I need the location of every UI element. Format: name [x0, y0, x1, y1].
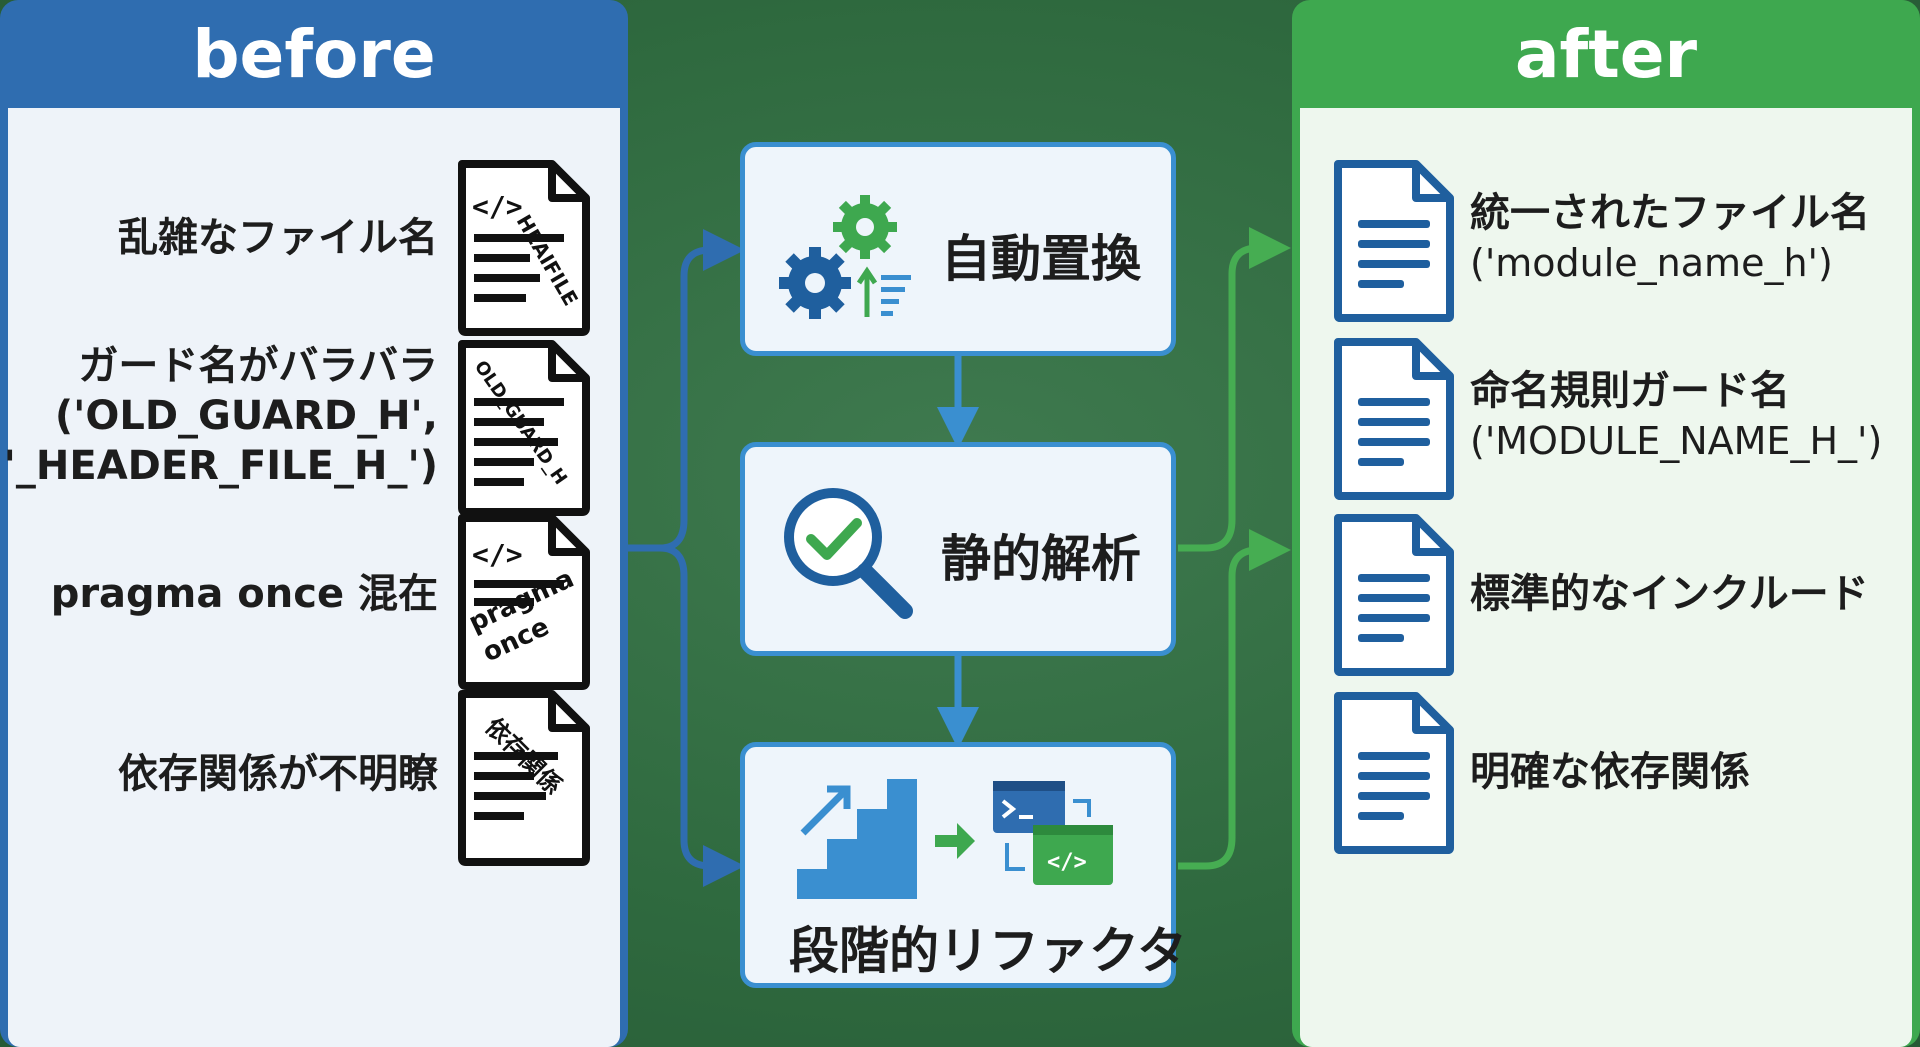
step-label: 段階的リファクタ	[789, 922, 1187, 980]
before-item-label: pragma once 混在	[50, 571, 438, 617]
document-icon	[1334, 338, 1454, 500]
messy-code-document-icon: </> pragma once	[458, 514, 590, 690]
before-to-process-arrow	[628, 544, 745, 887]
step-static-analysis: 静的解析	[740, 442, 1176, 656]
before-title: before	[192, 15, 436, 93]
document-icon	[1334, 692, 1454, 854]
after-item-guard-naming: 命名規則ガード名 ('MODULE_NAME_H_')	[1300, 326, 1920, 506]
after-title: after	[1514, 15, 1698, 93]
svg-text:</>: </>	[1047, 850, 1087, 875]
before-item-label: 乱雑なファイル名	[118, 215, 438, 261]
stairs-refactor-icon: </>	[797, 779, 1113, 899]
after-item-standard-include: 標準的なインクルード	[1300, 504, 1920, 684]
before-panel-body: 乱雑なファイル名 </> HEAIFILE ガード名がバラバラ ('OLD_GU…	[4, 108, 620, 1047]
messy-code-document-icon: </> HEAIFILE	[458, 160, 590, 336]
after-item-label: 統一されたファイル名	[1470, 190, 1870, 237]
after-item-clear-dependencies: 明確な依存関係	[1300, 682, 1920, 862]
step-auto-replace: 自動置換	[740, 142, 1176, 356]
document-icon	[1334, 160, 1454, 322]
before-item-dependencies: 依存関係が不明瞭 依存関係	[8, 684, 628, 866]
svg-text:</>: </>	[472, 190, 523, 223]
step-label: 自動置換	[941, 230, 1141, 288]
after-item-label: 命名規則ガード名	[1470, 368, 1790, 415]
gears-icon	[779, 195, 911, 319]
after-item-label: 標準的なインクルード	[1470, 571, 1869, 617]
messy-document-icon: OLD_GUARD_H	[458, 340, 590, 516]
step-incremental-refactor: </> 段階的リファクタ	[740, 742, 1187, 988]
before-item-pragma-once: pragma once 混在 </> pragma once	[8, 504, 628, 690]
before-panel: before 乱雑なファイル名 </> HEAIFILE ガード名がバラバラ (…	[0, 0, 628, 1047]
after-item-sub: ('MODULE_NAME_H_')	[1470, 419, 1883, 464]
svg-text:</>: </>	[472, 538, 523, 571]
before-item-guard-names: ガード名がバラバラ ('OLD_GUARD_H', '_HEADER_FILE_…	[4, 326, 628, 516]
after-item-sub: ('module_name_h')	[1470, 241, 1833, 286]
before-item-label: ガード名がバラバラ ('OLD_GUARD_H', '_HEADER_FILE_…	[3, 343, 438, 489]
document-icon	[1334, 514, 1454, 676]
process-to-after-arrow	[1178, 529, 1291, 870]
magnifier-check-icon	[784, 488, 913, 619]
step-label: 静的解析	[941, 530, 1141, 588]
after-panel-body: 統一されたファイル名 ('module_name_h') 命名規則ガード名 ('…	[1300, 108, 1912, 1047]
after-panel: after 統一されたファイル名 ('module_name_h')	[1292, 0, 1920, 1047]
before-item-label: 依存関係が不明瞭	[118, 751, 438, 797]
before-to-process-arrow	[628, 229, 745, 552]
after-item-label: 明確な依存関係	[1470, 749, 1750, 795]
after-item-unified-filename: 統一されたファイル名 ('module_name_h')	[1300, 148, 1920, 328]
messy-document-icon: 依存関係	[458, 690, 590, 866]
process-to-after-arrow	[1178, 227, 1291, 552]
before-item-messy-filename: 乱雑なファイル名 </> HEAIFILE	[8, 148, 628, 336]
